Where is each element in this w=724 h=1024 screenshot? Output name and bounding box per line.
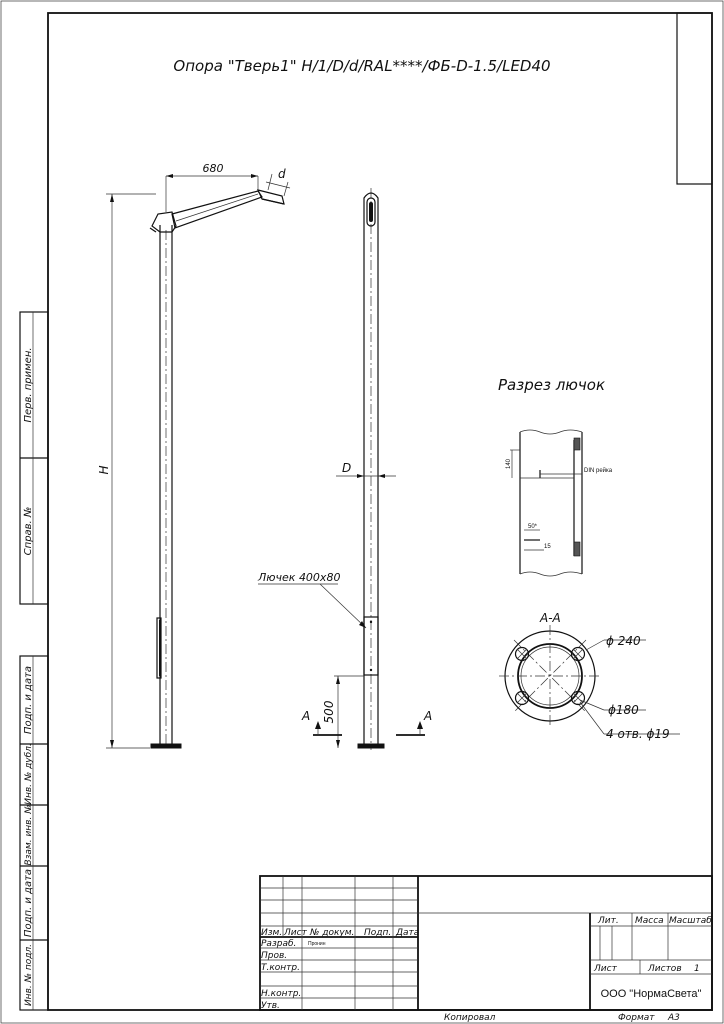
section-mark-left: A <box>301 709 342 736</box>
pole-front-view <box>357 188 385 750</box>
din-rail-label: DIN рейка <box>584 467 613 474</box>
tb-row-prov: Пров. <box>261 951 287 961</box>
drawing-title: Опора "Тверь1" H/1/D/d/RAL****/ФБ-D-1.5/… <box>173 57 550 75</box>
dim-140-label: 140 <box>506 458 512 469</box>
dim-680-label: 680 <box>203 162 224 175</box>
dim-15-label: 15 <box>544 544 551 550</box>
title-block <box>259 875 713 1011</box>
tb-row-tkontr: Т.контр. <box>261 963 300 973</box>
footer-format: Формат <box>618 1013 655 1023</box>
dim-height: H <box>97 193 156 749</box>
tb-listov-value: 1 <box>694 964 700 974</box>
hatch-section-view: 140 DIN рейка 50* 15 <box>506 429 613 577</box>
dim-diameter-D: D <box>336 461 396 478</box>
dim-50-label: 50* <box>528 524 538 530</box>
flange-bolt-circle-dim: ϕ180 <box>608 703 639 717</box>
hatch-callout: Лючек 400x80 <box>257 571 367 629</box>
tb-list: Лист <box>593 964 618 974</box>
tb-row-utv: Утв. <box>261 1001 280 1011</box>
side-stamp: Перв. примен. Справ. № Подп. и дата Инв.… <box>19 311 49 1011</box>
tb-lit: Лит. <box>597 916 619 926</box>
section-A-left-label: A <box>301 709 310 723</box>
stamp-sprav-no: Справ. № <box>23 507 34 556</box>
stamp-inv-dubl: Инв. № дубл. <box>24 743 34 805</box>
flange-section-title: А-А <box>539 611 561 625</box>
tb-row-nkontr: Н.контр. <box>261 989 301 999</box>
flange-section-view <box>499 625 680 735</box>
tb-hdr-podp: Подп. <box>364 928 391 938</box>
stamp-podp-data-1: Подп. и дата <box>23 666 34 734</box>
tb-masshtab: Масштаб <box>669 916 712 926</box>
flange-holes-dim: 4 отв. ϕ19 <box>606 727 670 741</box>
tb-massa: Масса <box>635 916 664 926</box>
tb-hdr-data: Дата <box>395 928 419 938</box>
tb-razrab-name: Пронин <box>308 941 326 947</box>
dim-D-label: D <box>342 461 351 475</box>
dim-hatch-height: 500 <box>322 675 364 748</box>
footer-format-value: А3 <box>667 1013 680 1023</box>
stamp-perv-primen: Перв. примен. <box>23 347 34 422</box>
stamp-inv-podl: Инв. № подл. <box>24 944 34 1006</box>
dim-d-small: d <box>265 167 291 197</box>
tb-hdr-izm: Изм. <box>261 928 282 938</box>
top-right-stamp-box <box>676 12 713 185</box>
section-mark-right: A <box>396 709 432 736</box>
dim-500-label: 500 <box>322 700 336 723</box>
stamp-vzam-inv: Взам. инв. № <box>24 804 34 865</box>
tb-row-razrab: Разраб. <box>261 939 296 949</box>
dim-H-label: H <box>97 465 111 474</box>
hatch-callout-label: Лючек 400x80 <box>257 571 340 584</box>
section-A-right-label: A <box>423 709 432 723</box>
flange-outer-dim: ϕ 240 <box>606 634 641 648</box>
tb-company: ООО "НормаСвета" <box>601 988 702 1000</box>
stamp-podp-data-2: Подп. и дата <box>23 869 34 937</box>
tb-hdr-list: Лист <box>283 928 308 938</box>
tb-listov: Листов <box>647 964 682 974</box>
footer-kopiroval: Копировал <box>444 1013 496 1023</box>
sheet-inner-frame <box>47 12 713 1011</box>
tb-hdr-ndoc: № докум. <box>309 928 354 938</box>
dim-d-label: d <box>278 167 286 181</box>
pole-side-view <box>149 189 285 749</box>
hatch-section-title: Разрез лючок <box>498 376 605 394</box>
dim-arm-length: 680 <box>165 162 259 212</box>
